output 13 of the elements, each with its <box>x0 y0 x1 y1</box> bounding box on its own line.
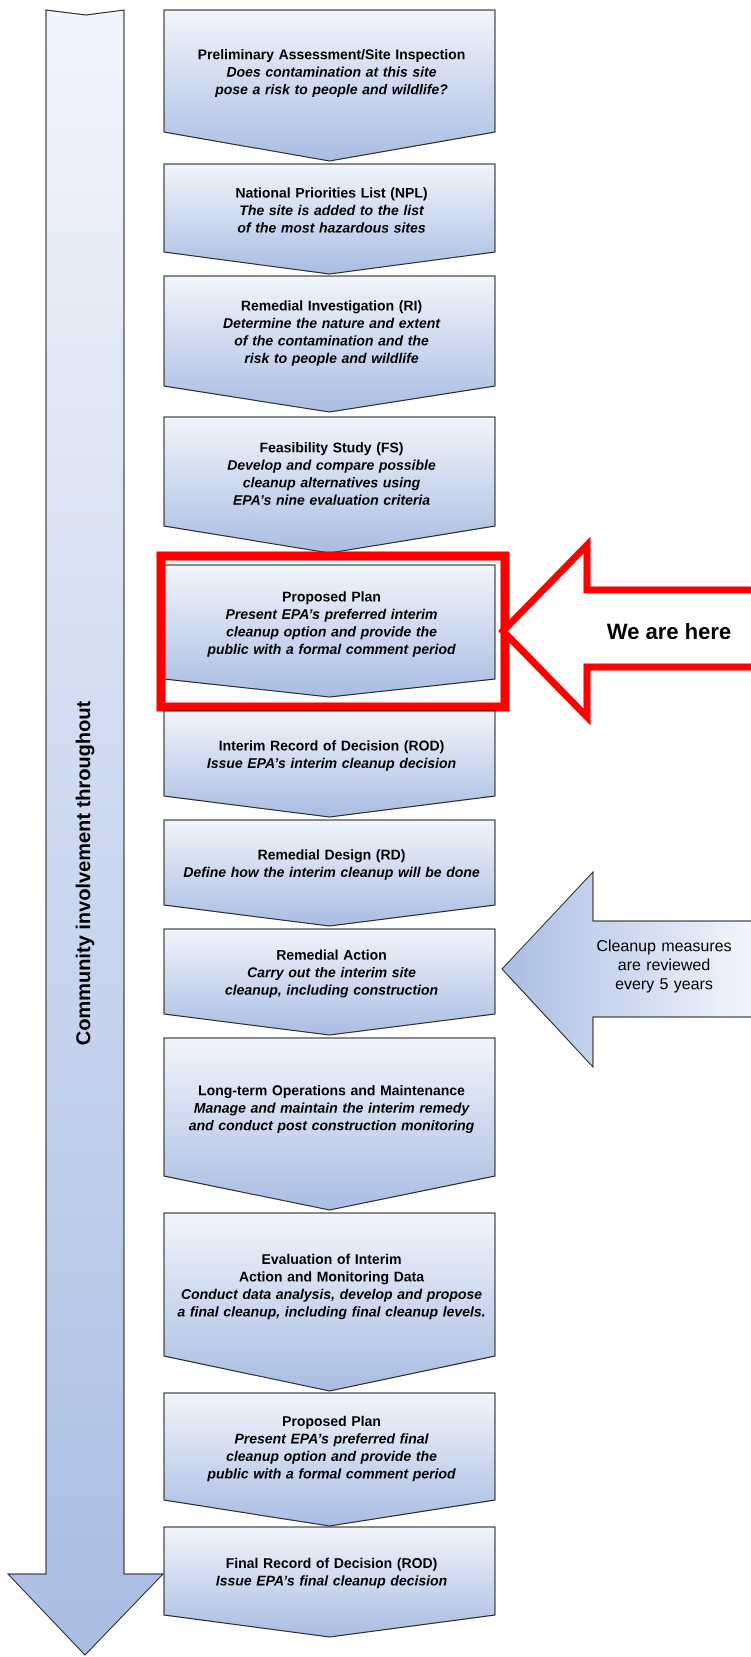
process-box: Proposed Plan Present EPA’s preferred interim cleanup option and provide the public with a formal comment period <box>163 564 496 698</box>
process-box: Remedial Action Carry out the interim site cleanup, including construction <box>163 928 496 1036</box>
process-box: Remedial Design (RD) Define how the interim cleanup will be done <box>163 819 496 927</box>
process-box: Evaluation of Interim Action and Monitoring Data Conduct data analysis, develop and propose a final cleanup, including final cleanup levels. <box>163 1212 496 1392</box>
process-box: Remedial Investigation (RI) Determine the nature and extent of the contamination and the risk to people and wildlife <box>163 275 496 413</box>
process-box: Preliminary Assessment/Site Inspection Does contamination at this site pose a risk to people and wildlife? <box>163 9 496 162</box>
node-label: We are here <box>606 622 731 640</box>
process-box: Long-term Operations and Maintenance Manage and maintain the interim remedy and conduct post construction monitoring <box>163 1037 496 1211</box>
process-box: Final Record of Decision (ROD) Issue EPA’s final cleanup decision <box>163 1526 496 1638</box>
process-box: National Priorities List (NPL) The site is added to the list of the most hazardous sites <box>163 163 496 275</box>
process-box: Interim Record of Decision (ROD) Issue EPA’s interim cleanup decision <box>163 710 496 818</box>
process-box: Proposed Plan Present EPA’s preferred final cleanup option and provide the public with a formal comment period <box>163 1392 496 1527</box>
process-box: Feasibility Study (FS) Develop and compare possible cleanup alternatives using EPA’s nine evaluation criteria <box>163 416 496 554</box>
